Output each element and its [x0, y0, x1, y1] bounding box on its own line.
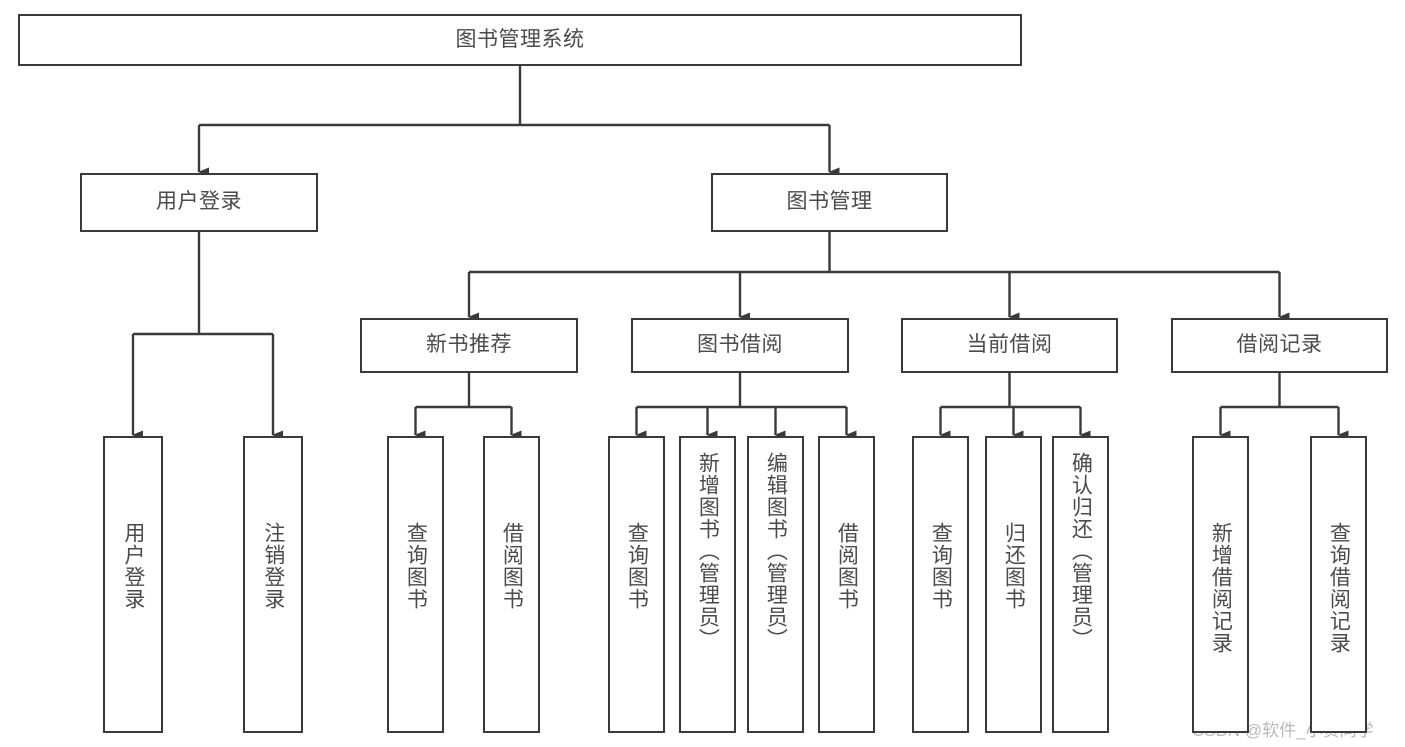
node-new-book-rec[interactable]: 新书推荐 — [360, 318, 578, 373]
node-leaf-confirm-return-label: 确认归还（管理员） — [1069, 452, 1093, 650]
node-leaf-query-book-2-label: 查询图书 — [625, 522, 649, 610]
node-leaf-return-book[interactable]: 归还图书 — [985, 436, 1042, 733]
node-leaf-logout-label: 注销登录 — [261, 522, 285, 610]
node-leaf-query-book-1[interactable]: 查询图书 — [387, 436, 444, 733]
node-book-manage-label: 图书管理 — [786, 190, 873, 214]
node-book-borrow[interactable]: 图书借阅 — [631, 318, 849, 373]
node-book-manage[interactable]: 图书管理 — [711, 173, 948, 232]
node-leaf-logout[interactable]: 注销登录 — [243, 436, 303, 733]
node-leaf-borrow-book-1[interactable]: 借阅图书 — [483, 436, 540, 733]
node-leaf-edit-book[interactable]: 编辑图书（管理员） — [747, 436, 804, 733]
node-leaf-query-record[interactable]: 查询借阅记录 — [1310, 436, 1367, 733]
node-root[interactable]: 图书管理系统 — [18, 14, 1022, 66]
node-book-borrow-label: 图书借阅 — [697, 333, 783, 357]
node-leaf-query-record-label: 查询借阅记录 — [1327, 522, 1351, 654]
node-leaf-user-login-label: 用户登录 — [121, 522, 145, 610]
node-leaf-confirm-return[interactable]: 确认归还（管理员） — [1052, 436, 1109, 733]
node-user-login[interactable]: 用户登录 — [80, 173, 318, 232]
node-leaf-user-login[interactable]: 用户登录 — [103, 436, 163, 733]
node-borrow-record[interactable]: 借阅记录 — [1171, 318, 1388, 373]
node-leaf-query-book-3-label: 查询图书 — [929, 522, 953, 610]
node-leaf-borrow-book-2[interactable]: 借阅图书 — [818, 436, 875, 733]
node-leaf-edit-book-label: 编辑图书（管理员） — [764, 452, 788, 650]
node-leaf-borrow-book-2-label: 借阅图书 — [835, 522, 859, 610]
node-user-login-label: 用户登录 — [156, 190, 242, 214]
node-leaf-add-book[interactable]: 新增图书（管理员） — [679, 436, 736, 733]
node-leaf-borrow-book-1-label: 借阅图书 — [500, 522, 524, 610]
node-root-label: 图书管理系统 — [455, 27, 585, 51]
node-leaf-query-book-2[interactable]: 查询图书 — [608, 436, 665, 733]
node-borrow-record-label: 借阅记录 — [1236, 333, 1323, 357]
node-leaf-query-book-1-label: 查询图书 — [404, 522, 428, 610]
node-current-borrow[interactable]: 当前借阅 — [901, 318, 1118, 373]
node-leaf-return-book-label: 归还图书 — [1002, 522, 1026, 610]
node-new-book-rec-label: 新书推荐 — [426, 333, 512, 357]
node-leaf-add-record-label: 新增借阅记录 — [1209, 522, 1233, 654]
node-leaf-query-book-3[interactable]: 查询图书 — [912, 436, 969, 733]
node-current-borrow-label: 当前借阅 — [966, 333, 1053, 357]
node-leaf-add-record[interactable]: 新增借阅记录 — [1192, 436, 1249, 733]
node-leaf-add-book-label: 新增图书（管理员） — [696, 452, 720, 650]
